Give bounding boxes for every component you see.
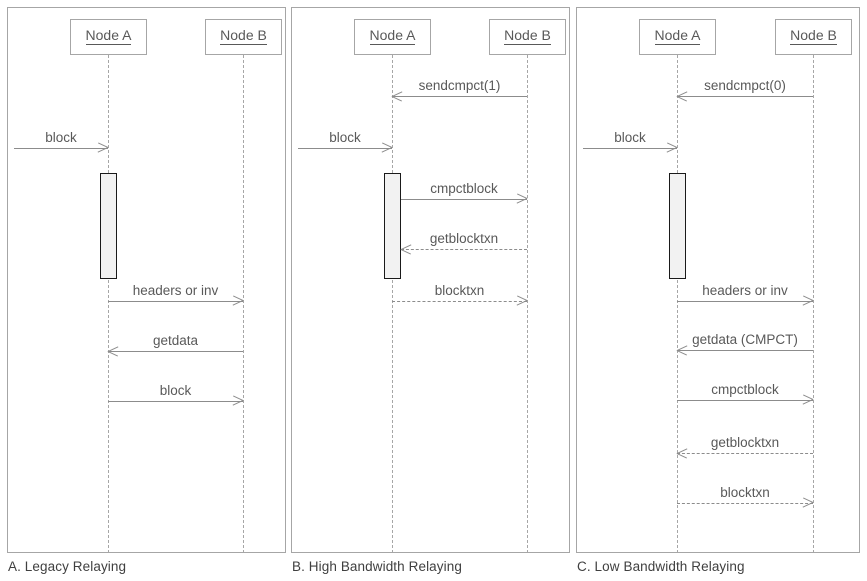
panel-c-message-headers-or-inv-line xyxy=(677,301,813,302)
panel-c-message-getblocktxn-line xyxy=(677,453,813,454)
panel-c-message-cmpctblock-label: cmpctblock xyxy=(711,382,779,397)
panel-a-actor-node-b-label: Node B xyxy=(220,27,267,45)
panel-c-message-getblocktxn-label: getblocktxn xyxy=(710,435,780,450)
panel-b-message-cmpctblock-line xyxy=(401,199,527,200)
panel-a-activation-node-a xyxy=(100,173,117,279)
panel-a-message-block-in-label: block xyxy=(45,130,77,145)
panel-c-message-blocktxn-label: blocktxn xyxy=(720,485,770,500)
panel-b-activation-node-a xyxy=(384,173,401,279)
panel-c-actor-node-b: Node B xyxy=(775,19,852,55)
panel-b-actor-node-b-label: Node B xyxy=(504,27,551,45)
panel-b-lifeline-node-b xyxy=(527,55,528,553)
panel-b-message-getblocktxn-line xyxy=(401,249,527,250)
panel-c-message-getdata-cmpct-line xyxy=(677,350,813,351)
panel-b-actor-node-b: Node B xyxy=(489,19,566,55)
panel-a-message-block-out-line xyxy=(108,401,243,402)
panel-b-high-bandwidth-relaying: Node A Node B sendcmpct(1) block cmpctbl… xyxy=(291,7,570,553)
panel-c-message-sendcmpct-label: sendcmpct(0) xyxy=(704,78,786,93)
panel-a-message-getdata-line xyxy=(108,351,243,352)
panel-b-message-blocktxn-label: blocktxn xyxy=(434,283,485,298)
panel-b-lifeline-node-a xyxy=(392,55,393,553)
panel-a-actor-node-a-label: Node A xyxy=(85,27,132,45)
panel-c-message-sendcmpct-line xyxy=(677,96,813,97)
panel-a-caption: A. Legacy Relaying xyxy=(8,559,127,574)
panel-c-low-bandwidth-relaying: Node A Node B sendcmpct(0) block headers… xyxy=(576,7,860,553)
panel-c-message-cmpctblock-line xyxy=(677,400,813,401)
panel-b-message-blocktxn-line xyxy=(392,301,527,302)
panel-c-actor-node-b-label: Node B xyxy=(790,27,837,45)
panel-a-message-getdata-label: getdata xyxy=(152,333,199,348)
panel-b-message-block-in-label: block xyxy=(329,130,361,145)
panel-b-actor-node-a-label: Node A xyxy=(369,27,416,45)
panel-c-message-blocktxn-line xyxy=(677,503,813,504)
panel-b-message-cmpctblock-label: cmpctblock xyxy=(430,181,498,196)
panel-a-actor-node-b: Node B xyxy=(205,19,282,55)
panel-c-actor-node-a-label: Node A xyxy=(654,27,701,45)
panel-a-message-headers-or-inv-line xyxy=(108,301,243,302)
panel-b-actor-node-a: Node A xyxy=(354,19,431,55)
panel-a-message-block-in-line xyxy=(14,148,108,149)
panel-c-message-getdata-cmpct-label: getdata (CMPCT) xyxy=(692,332,798,347)
panel-a-message-block-out-label: block xyxy=(159,383,192,398)
panel-c-activation-node-a xyxy=(669,173,686,279)
panel-c-caption: C. Low Bandwidth Relaying xyxy=(577,559,745,574)
panel-a-legacy-relaying: Node A Node B block headers or inv getda… xyxy=(7,7,286,553)
panel-b-message-block-in-line xyxy=(298,148,392,149)
panel-a-lifeline-node-a xyxy=(108,55,109,553)
panel-c-message-headers-or-inv-label: headers or inv xyxy=(702,283,788,298)
panel-a-actor-node-a: Node A xyxy=(70,19,147,55)
panel-b-message-sendcmpct-line xyxy=(392,96,527,97)
panel-a-lifeline-node-b xyxy=(243,55,244,553)
panel-c-message-block-in-line xyxy=(583,148,677,149)
panel-b-message-getblocktxn-label: getblocktxn xyxy=(429,231,499,246)
panel-b-message-sendcmpct-label: sendcmpct(1) xyxy=(418,78,501,93)
panel-c-message-block-in-label: block xyxy=(614,130,646,145)
panel-c-actor-node-a: Node A xyxy=(639,19,716,55)
panel-c-lifeline-node-b xyxy=(813,55,814,553)
panel-c-lifeline-node-a xyxy=(677,55,678,553)
panel-b-caption: B. High Bandwidth Relaying xyxy=(292,559,462,574)
panel-a-message-headers-or-inv-label: headers or inv xyxy=(132,283,219,298)
